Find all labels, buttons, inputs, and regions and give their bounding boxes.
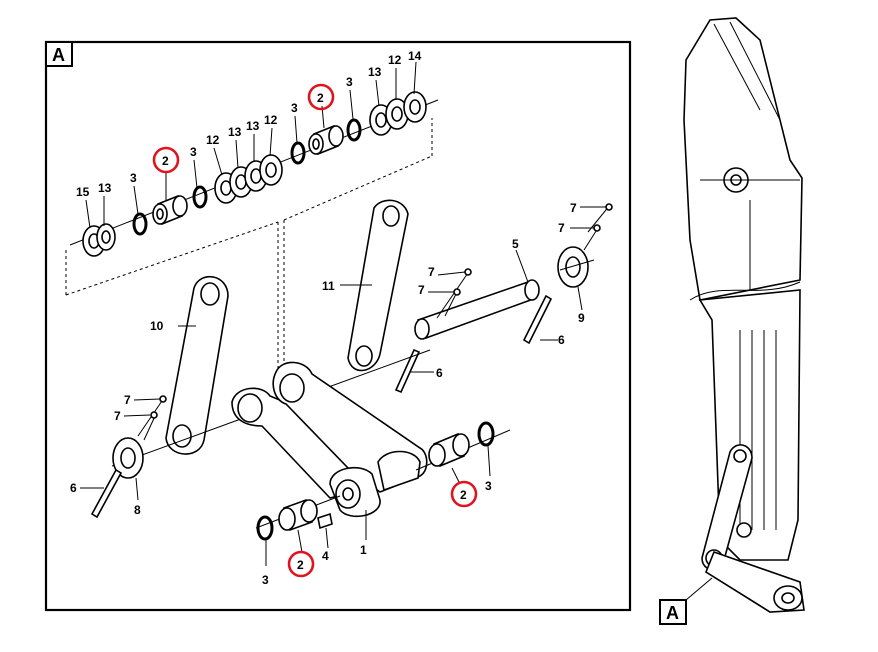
bushing-2-left — [255, 495, 341, 566]
label-13: 13 — [98, 181, 112, 195]
spring-pin-6-left — [80, 468, 123, 519]
label-7: 7 — [418, 283, 425, 297]
label-5: 5 — [512, 237, 519, 251]
label-6: 6 — [558, 333, 565, 347]
highlight-ring — [307, 83, 335, 111]
label-2: 2 — [460, 488, 467, 502]
label-2: 2 — [162, 154, 169, 168]
detail-label-box — [45, 41, 73, 67]
label-14: 14 — [408, 49, 422, 63]
callout-label: A — [666, 603, 679, 623]
label-13: 13 — [368, 65, 382, 79]
washer-9 — [557, 203, 613, 311]
label-7: 7 — [428, 265, 435, 279]
label-1: 1 — [360, 543, 367, 557]
label-10: 10 — [150, 319, 164, 333]
link-1 — [231, 361, 428, 540]
label-3: 3 — [190, 145, 197, 159]
label-3: 3 — [485, 479, 492, 493]
label-7: 7 — [558, 221, 565, 235]
label-7: 7 — [570, 201, 577, 215]
callout-label-box — [659, 599, 687, 625]
link-10 — [165, 275, 229, 455]
label-3: 3 — [262, 573, 269, 587]
label-2: 2 — [317, 91, 324, 105]
top-row-leaders — [85, 61, 417, 229]
label-12: 12 — [388, 53, 402, 67]
label-11: 11 — [322, 279, 335, 293]
arm-overview — [683, 17, 805, 613]
label-6: 6 — [436, 366, 443, 380]
label-7: 7 — [114, 409, 121, 423]
label-12: 12 — [206, 133, 220, 147]
label-6: 6 — [70, 481, 77, 495]
pin-5 — [414, 249, 540, 340]
spring-pin-6-middle — [394, 348, 434, 394]
label-3: 3 — [346, 75, 353, 89]
top-row-parts — [82, 91, 427, 257]
label-2: 2 — [297, 558, 304, 572]
label-3: 3 — [130, 171, 137, 185]
bolts-pin — [428, 268, 472, 319]
label-9: 9 — [578, 311, 585, 325]
highlight-ring — [287, 550, 315, 578]
label-13: 13 — [246, 119, 260, 133]
label-12: 12 — [264, 113, 278, 127]
detail-label: A — [52, 45, 65, 65]
label-13: 13 — [228, 125, 242, 139]
label-15: 15 — [76, 185, 90, 199]
highlight-ring — [450, 480, 478, 508]
highlight-ring — [152, 146, 180, 174]
label-8: 8 — [134, 503, 141, 517]
label-4: 4 — [322, 549, 329, 563]
spring-pin-6-right — [522, 294, 558, 345]
label-7: 7 — [124, 393, 131, 407]
label-3: 3 — [291, 101, 298, 115]
bushing-2-right — [415, 421, 511, 485]
link-11 — [340, 199, 409, 372]
